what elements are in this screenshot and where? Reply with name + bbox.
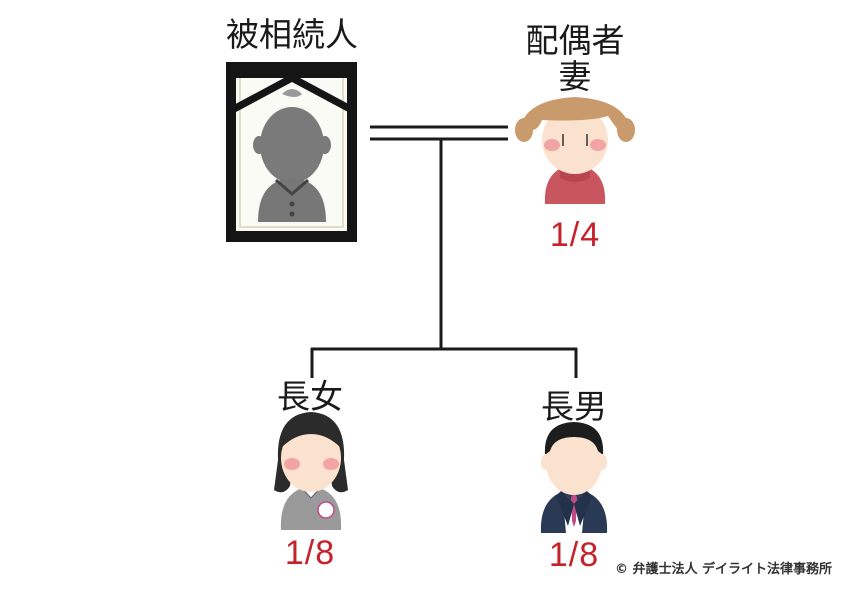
son-share: 1/8	[548, 536, 600, 574]
daughter-label: 長女	[277, 377, 343, 416]
eldest-daughter-icon	[274, 412, 348, 530]
spouse-label-line2: 妻	[558, 57, 592, 96]
deceased-label: 被相続人	[226, 15, 358, 54]
spouse-icon	[515, 97, 635, 204]
copyright-credit: © 弁護士法人 デイライト法律事務所	[614, 562, 832, 577]
daughter-share: 1/8	[284, 534, 336, 572]
son-label: 長男	[541, 387, 607, 426]
memorial-portrait-icon	[226, 62, 357, 242]
spouse-label-line1: 配偶者	[525, 21, 625, 60]
eldest-son-icon	[540, 422, 608, 533]
spouse-share: 1/4	[549, 216, 601, 254]
